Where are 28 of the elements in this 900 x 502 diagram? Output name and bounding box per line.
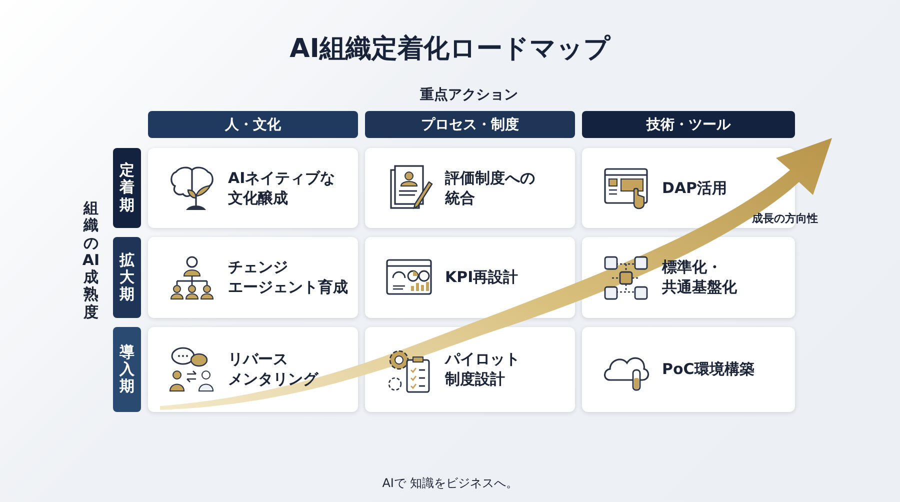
column-header: プロセス・制度 [365,111,575,138]
action-card [365,237,575,318]
action-text: チェンジエージェント育成 [228,257,348,298]
action-card [365,148,575,228]
action-card [148,327,358,412]
action-text: 標準化・共通基盤化 [662,257,737,298]
action-text: PoC環境構築 [662,359,754,380]
tagline: AIで 知識をビジネスへ。 [381,475,519,492]
action-card [582,148,795,228]
column-header: 人・文化 [148,111,358,138]
axis-title: 重点アクション [420,86,518,104]
column-header: 技術・ツール [582,111,795,138]
action-card [582,327,795,412]
action-text: AIネイティブな文化醸成 [228,168,336,208]
action-text: パイロット制度設計 [445,349,520,390]
action-card [148,237,358,318]
phase-label: 拡大期 [113,237,141,318]
action-card [148,148,358,228]
action-text: リバースメンタリング [228,349,318,390]
action-text: 評価制度への統合 [445,168,535,208]
action-card [365,327,575,412]
arrow-caption: 成長の方向性 [752,211,818,226]
action-text: KPI再設計 [445,267,518,288]
action-text: DAP活用 [662,178,728,198]
axis-title: 組織のAI成熟度 [82,200,100,321]
title: AI組織定着化ロードマップ [288,33,612,66]
phase-label: 導入期 [113,327,141,412]
phase-label: 定着期 [113,148,141,228]
